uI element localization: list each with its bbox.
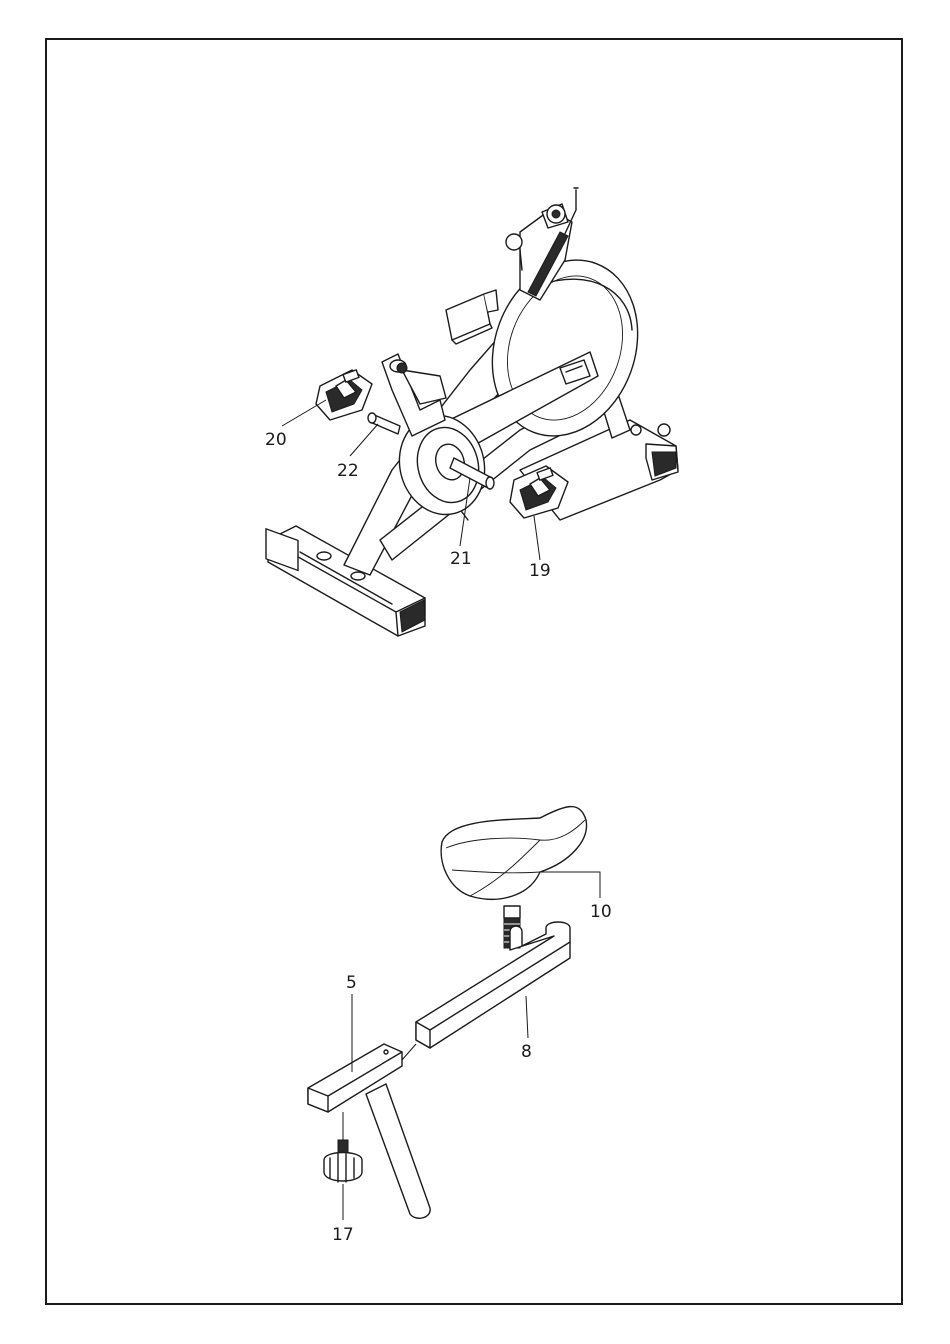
saddle (441, 807, 586, 900)
leader-19 (534, 516, 540, 560)
callout-5: 5 (346, 973, 357, 993)
callout-19: 19 (529, 561, 551, 581)
console-monitor (446, 290, 498, 344)
callout-22: 22 (337, 461, 359, 481)
connect-slider-post (402, 1044, 416, 1060)
callout-10: 10 (590, 902, 612, 922)
pedal-left (316, 370, 372, 420)
leader-22 (350, 424, 378, 456)
pedal-spindle-left (368, 413, 400, 434)
seat-assembly-drawing: 10 5 8 17 (308, 807, 612, 1245)
adjustment-knob (324, 1140, 362, 1182)
seat-slider (416, 922, 570, 1048)
callout-8: 8 (521, 1042, 532, 1062)
callout-17: 17 (332, 1225, 354, 1245)
leader-20 (282, 400, 326, 426)
leader-10 (540, 872, 600, 898)
leader-8 (526, 996, 528, 1038)
callout-20: 20 (265, 430, 287, 450)
seat-post (308, 1044, 430, 1218)
exercise-bike-drawing: 20 22 21 19 (265, 188, 678, 636)
callout-21: 21 (450, 549, 472, 569)
